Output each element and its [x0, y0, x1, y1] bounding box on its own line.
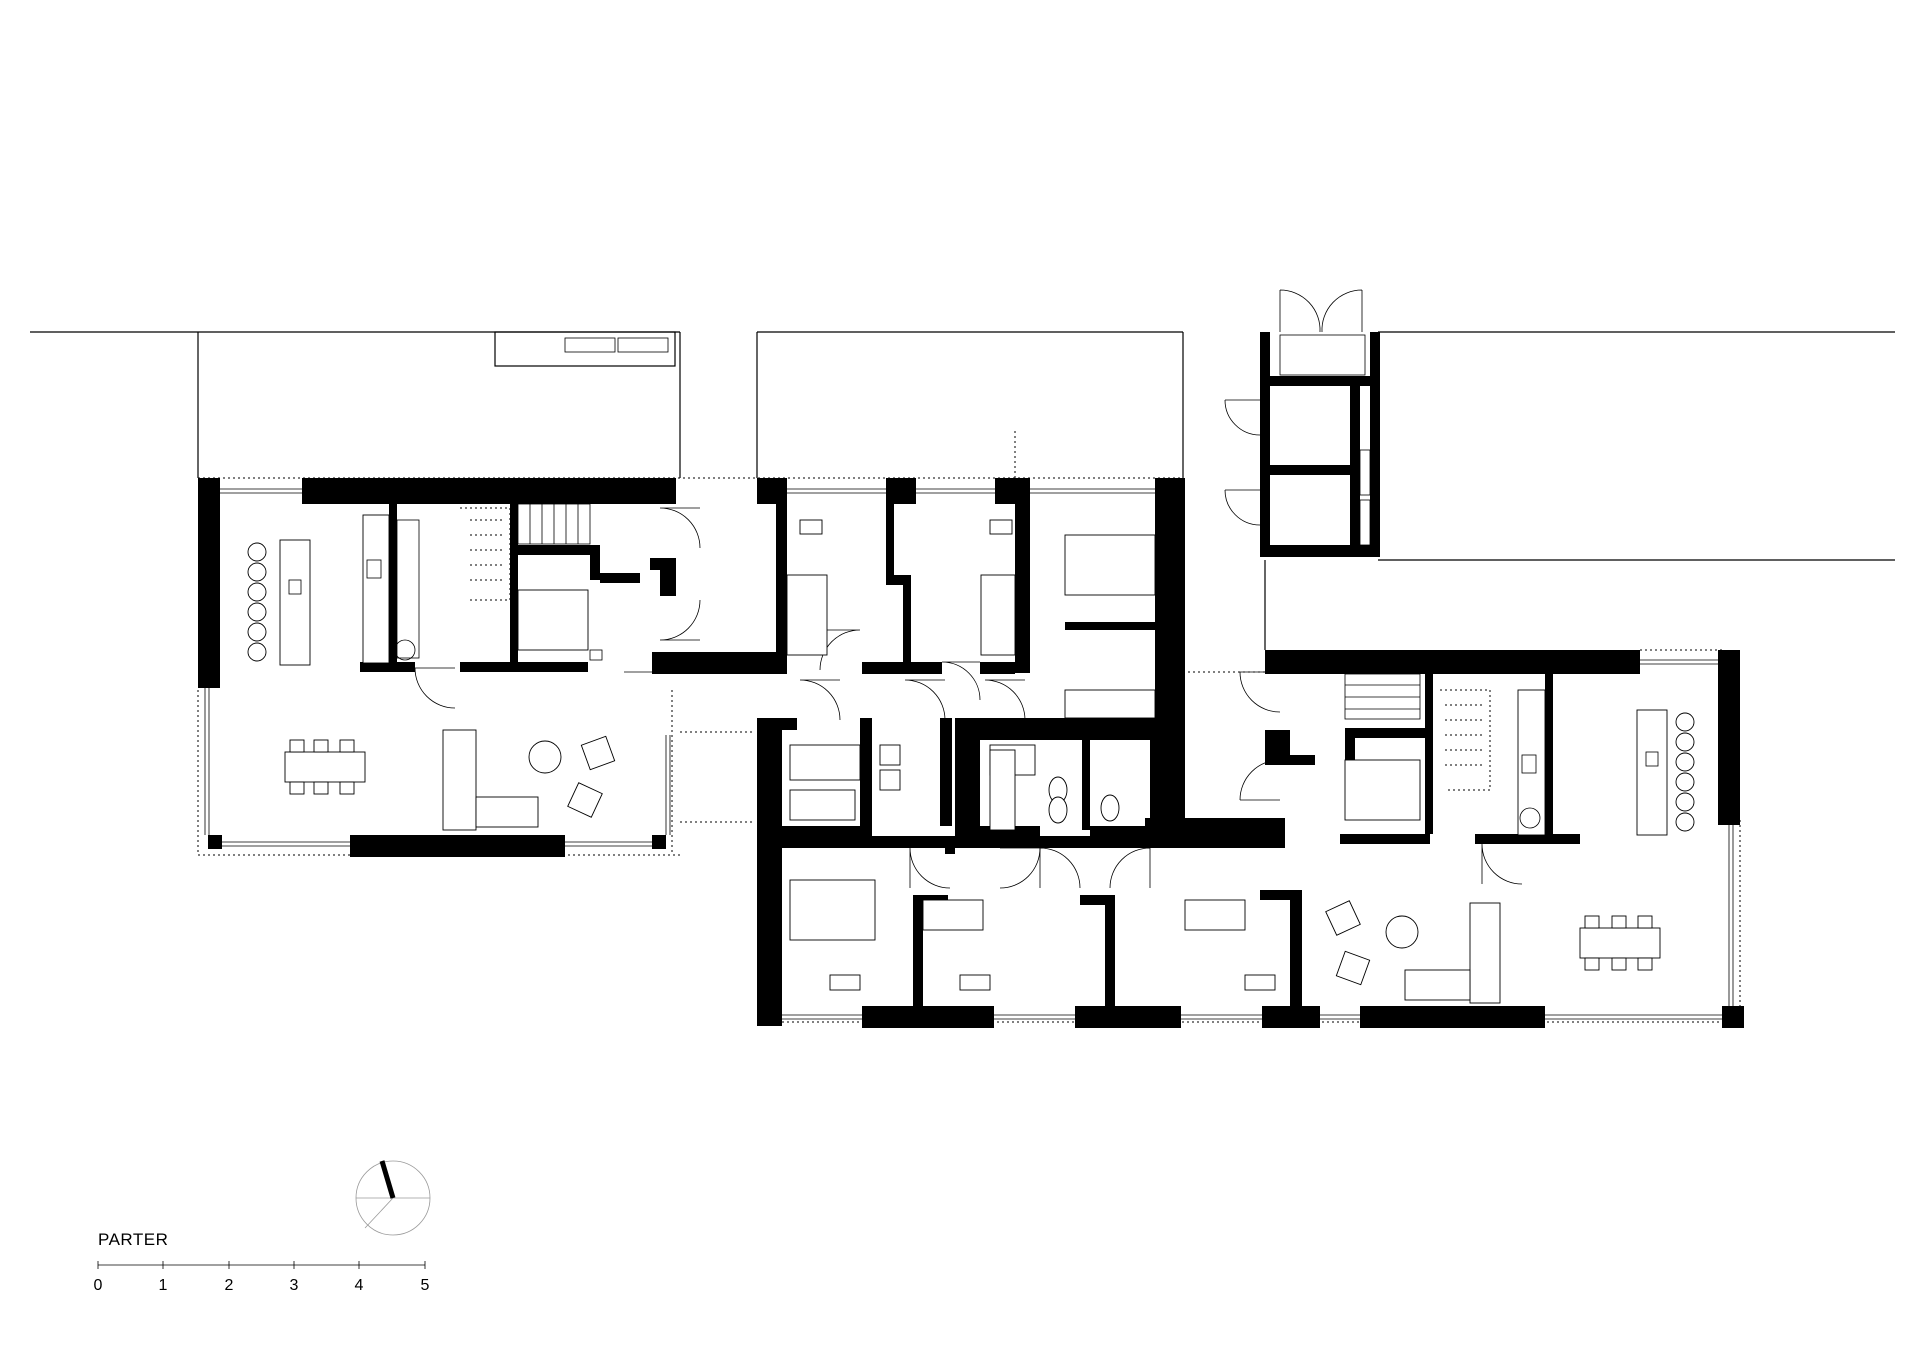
stairs [460, 503, 1491, 791]
north-arrow-icon [355, 1160, 431, 1236]
plan-title: PARTER [98, 1230, 168, 1249]
scale-label-5: 5 [421, 1277, 430, 1294]
scale-label-3: 3 [290, 1277, 299, 1294]
scale-bar: 0 1 2 3 4 5 [94, 1261, 430, 1294]
scale-label-1: 1 [159, 1277, 168, 1294]
doors [414, 289, 1523, 889]
scale-label-0: 0 [94, 1277, 103, 1294]
scale-label-4: 4 [355, 1277, 364, 1294]
scale-label-2: 2 [225, 1277, 234, 1294]
site-lines [30, 331, 1895, 650]
windows [204, 488, 1734, 1020]
furniture [247, 334, 1695, 1004]
walls [198, 332, 1744, 1028]
legend: PARTER 0 1 2 3 4 5 [94, 1230, 430, 1294]
